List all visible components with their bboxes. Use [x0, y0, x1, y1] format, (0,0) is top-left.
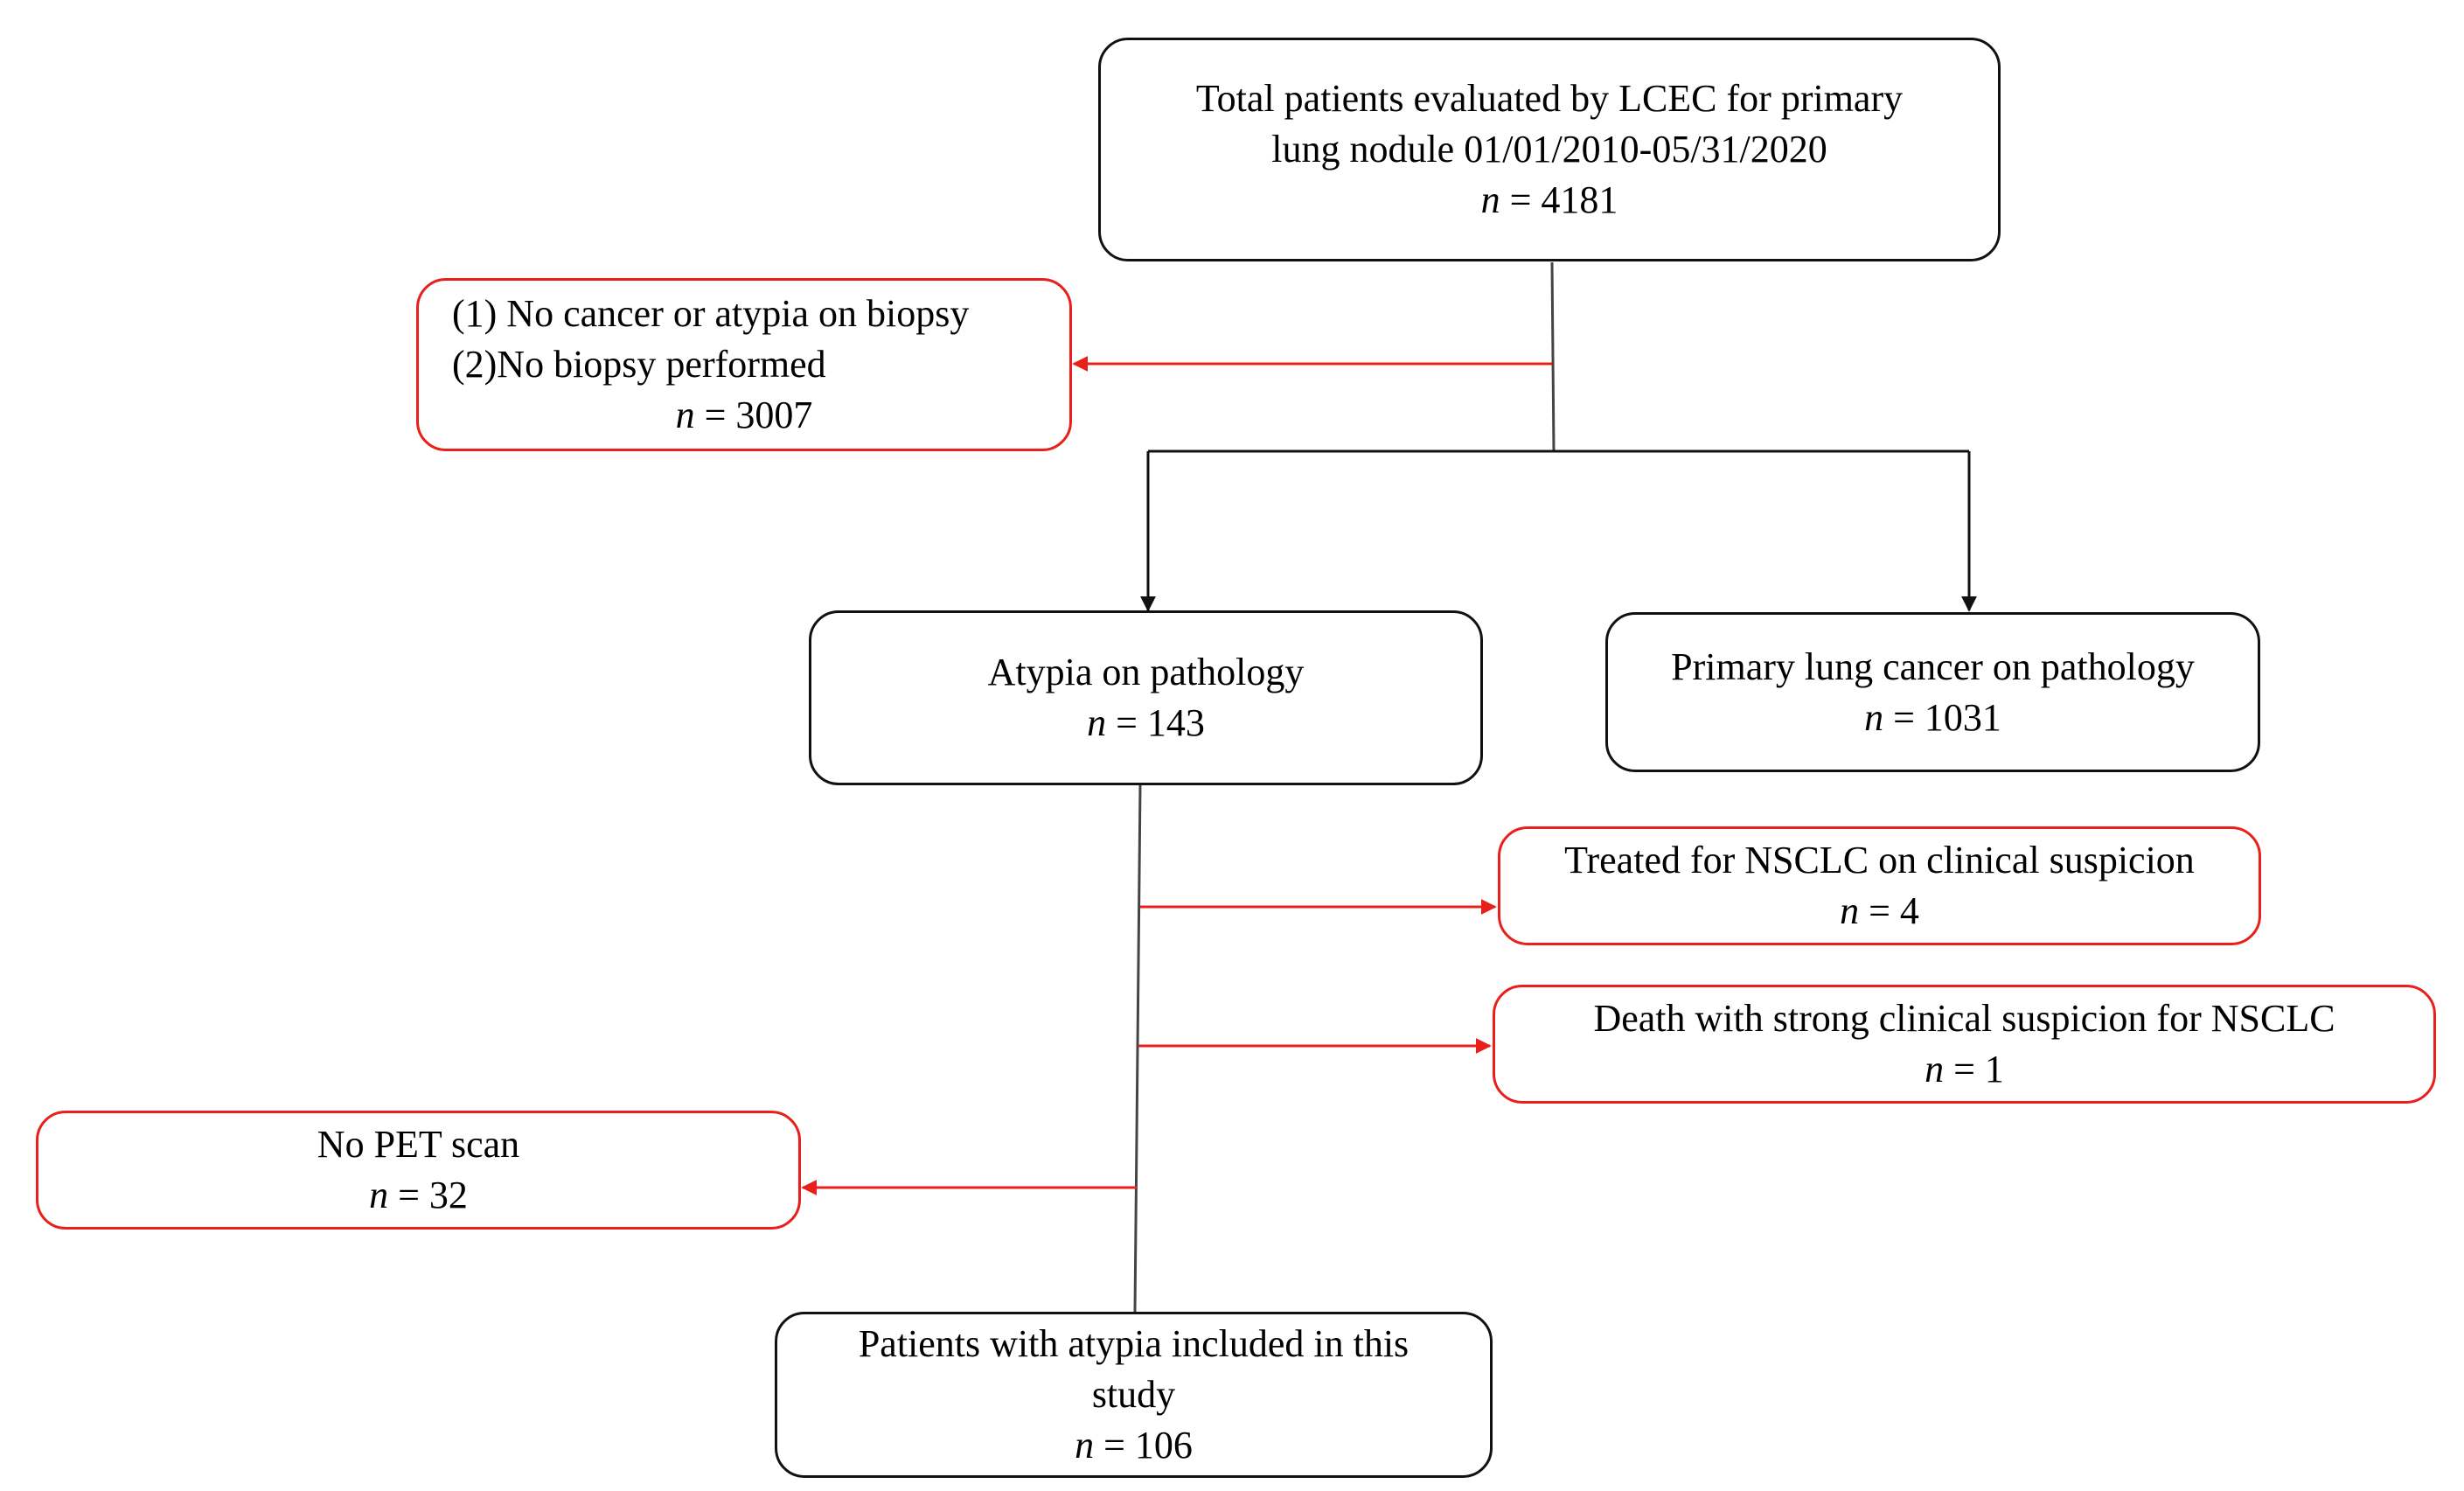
- node-death-count: n = 1: [1925, 1048, 2004, 1090]
- node-no-pet-count: n = 32: [369, 1174, 468, 1216]
- node-atypia-line-1: Atypia on pathology: [987, 651, 1305, 693]
- node-treated-count: n = 4: [1840, 889, 1919, 932]
- node-no-pet: No PET scan n = 32: [36, 1111, 801, 1230]
- node-excluded-count: n = 3007: [675, 394, 813, 436]
- node-total-line-1: Total patients evaluated by LCEC for pri…: [1195, 77, 1904, 120]
- node-included-line-1: Patients with atypia included in this: [858, 1322, 1409, 1365]
- node-included: Patients with atypia included in this st…: [775, 1312, 1493, 1478]
- node-atypia-count: n = 143: [1087, 701, 1205, 744]
- node-death-nsclc: Death with strong clinical suspicion for…: [1493, 985, 2436, 1104]
- node-excluded-line-2: (2)No biopsy performed: [452, 343, 826, 386]
- node-total-patients: Total patients evaluated by LCEC for pri…: [1098, 38, 2001, 261]
- node-excluded-biopsy: (1) No cancer or atypia on biopsy (2)No …: [416, 278, 1072, 451]
- trunk-line: [1550, 261, 1556, 452]
- node-treated-nsclc: Treated for NSCLC on clinical suspicion …: [1498, 826, 2261, 945]
- node-total-line-2: lung nodule 01/01/2010-05/31/2020: [1271, 128, 1827, 171]
- node-primary-line-1: Primary lung cancer on pathology: [1671, 644, 2195, 688]
- node-excluded-line-1: (1) No cancer or atypia on biopsy: [452, 292, 970, 335]
- atypia-trunk-line: [1133, 784, 1142, 1313]
- node-included-count: n = 106: [1075, 1424, 1193, 1467]
- node-death-line-1: Death with strong clinical suspicion for…: [1593, 997, 2335, 1040]
- node-total-count: n = 4181: [1480, 178, 1618, 221]
- node-treated-line-1: Treated for NSCLC on clinical suspicion: [1564, 839, 2195, 881]
- node-atypia: Atypia on pathology n = 143: [809, 610, 1483, 785]
- node-primary-cancer: Primary lung cancer on pathology n = 103…: [1605, 612, 2260, 772]
- node-primary-count: n = 1031: [1864, 695, 2001, 739]
- node-included-line-2: study: [1091, 1373, 1176, 1416]
- node-no-pet-line-1: No PET scan: [317, 1123, 520, 1166]
